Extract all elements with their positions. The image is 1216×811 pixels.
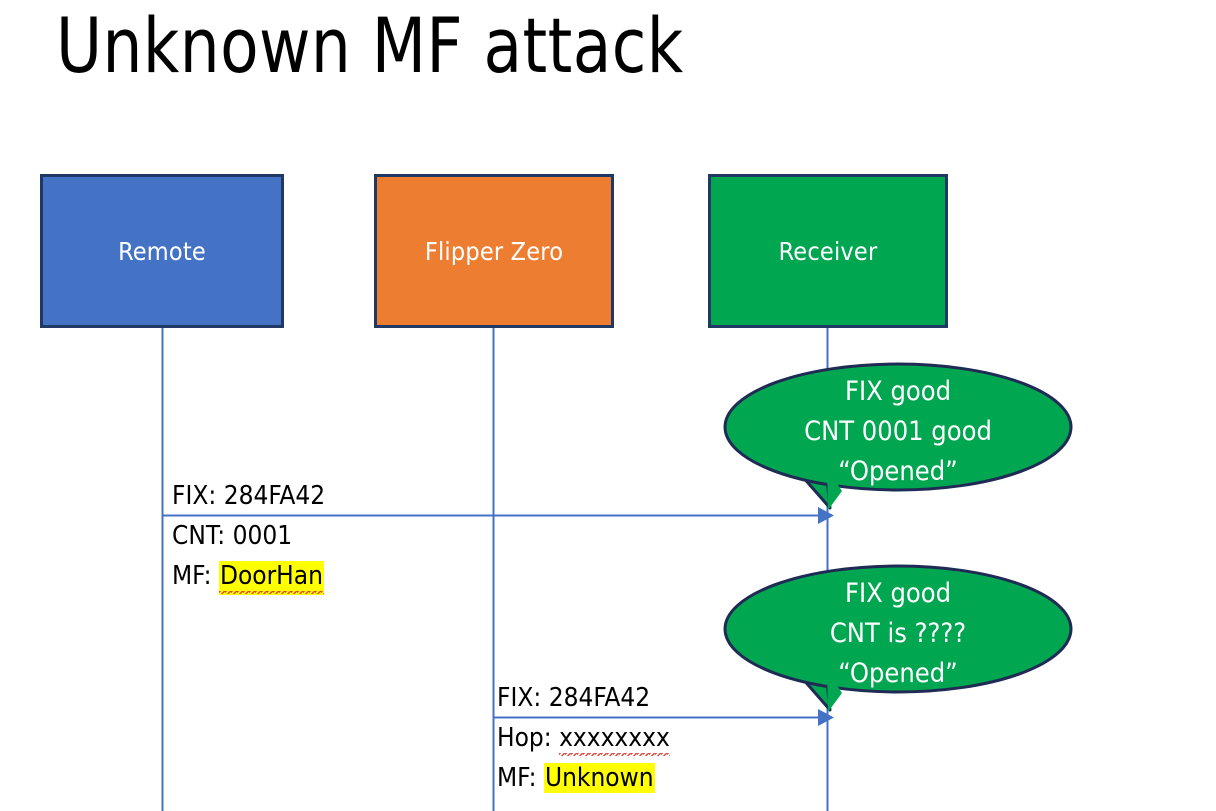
message-2-line-1-value: 284FA42 xyxy=(548,683,651,713)
actor-label-remote: Remote xyxy=(118,236,206,266)
page-title: Unknown MF attack xyxy=(56,1,684,90)
message-label-1: FIX: 284FA42 CNT: 0001 MF: DoorHan xyxy=(172,476,325,596)
message-1-line-2-prefix: CNT: xyxy=(172,521,233,551)
message-1-line-1: FIX: 284FA42 xyxy=(172,476,325,516)
actor-box-receiver[interactable]: Receiver xyxy=(708,174,948,328)
message-1-line-2-value: 0001 xyxy=(232,521,293,551)
message-2-line-3-value: Unknown xyxy=(543,763,655,793)
speech-bubble-1-shape xyxy=(723,362,1073,510)
actor-box-flipper[interactable]: Flipper Zero xyxy=(374,174,614,328)
message-1-line-3: MF: DoorHan xyxy=(172,556,325,596)
message-2-line-3: MF: Unknown xyxy=(497,758,670,798)
message-1-line-3-value: DoorHan xyxy=(218,561,324,595)
message-1-line-1-prefix: FIX: xyxy=(172,481,224,511)
speech-bubble-1[interactable]: FIX good CNT 0001 good “Opened” xyxy=(722,358,1074,522)
message-2-line-1: FIX: 284FA42 xyxy=(497,678,670,718)
actor-label-receiver: Receiver xyxy=(778,236,878,266)
actor-label-flipper: Flipper Zero xyxy=(424,236,564,266)
message-1-line-2: CNT: 0001 xyxy=(172,516,325,556)
message-2-line-1-prefix: FIX: xyxy=(497,683,549,713)
message-2-line-2-value: xxxxxxxx xyxy=(559,723,670,757)
message-2-line-2-prefix: Hop: xyxy=(497,723,560,753)
message-2-line-2: Hop: xxxxxxxx xyxy=(497,718,670,758)
actor-box-remote[interactable]: Remote xyxy=(40,174,284,328)
message-label-2: FIX: 284FA42 Hop: xxxxxxxx MF: Unknown xyxy=(497,678,670,798)
speech-bubble-2[interactable]: FIX good CNT is ???? “Opened” xyxy=(722,560,1074,724)
speech-bubble-2-shape xyxy=(723,564,1073,712)
message-2-line-3-prefix: MF: xyxy=(497,763,544,793)
message-1-line-3-prefix: MF: xyxy=(172,561,219,591)
message-1-line-1-value: 284FA42 xyxy=(223,481,326,511)
